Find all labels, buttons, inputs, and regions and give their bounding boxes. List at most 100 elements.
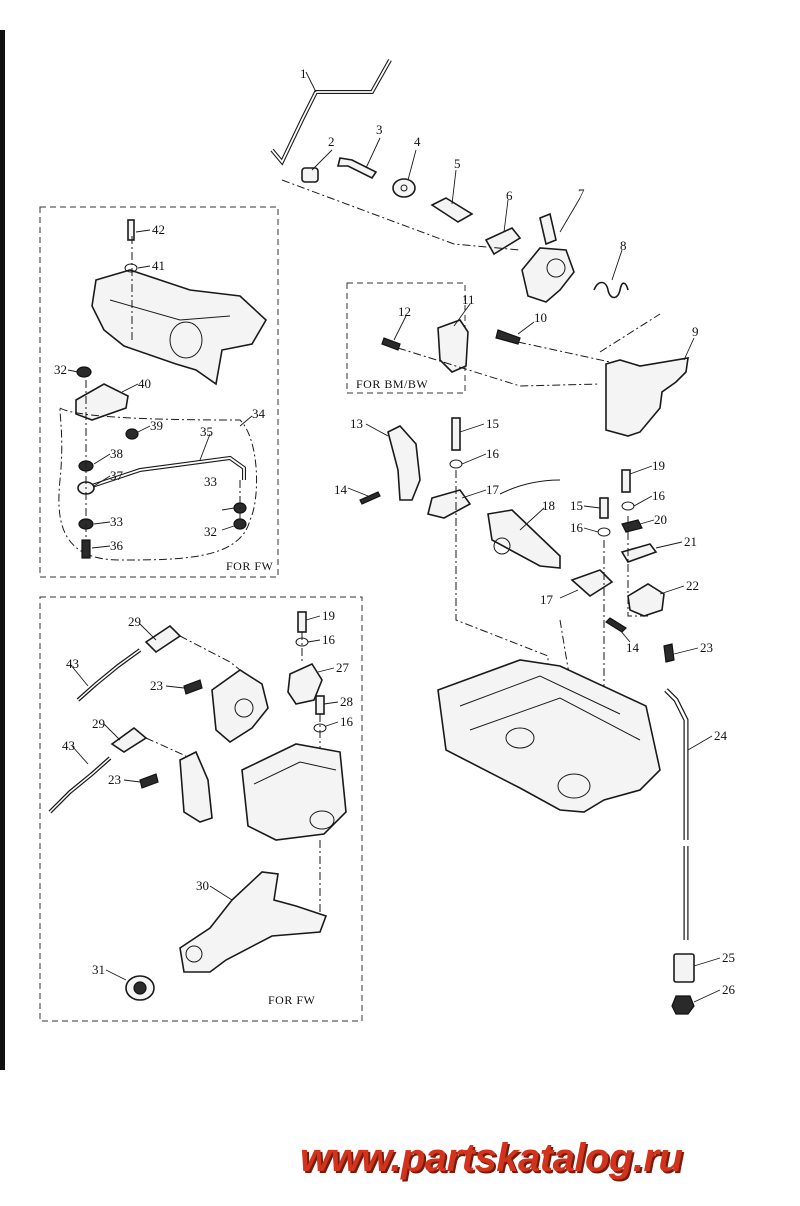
callout-13: 13 <box>350 416 363 431</box>
part-23-clip <box>663 643 675 663</box>
part-15-bolt <box>451 417 461 451</box>
callout-22: 22 <box>686 578 699 593</box>
callout-38: 38 <box>110 446 123 461</box>
callout-43b: 43 <box>62 738 75 753</box>
part-20-clip <box>621 519 643 533</box>
callout-3: 3 <box>376 122 383 137</box>
part-13-arm <box>387 425 421 501</box>
callout-35: 35 <box>200 424 213 439</box>
part-32b-nut <box>233 518 247 530</box>
page-edge-bar <box>0 30 5 1070</box>
callout-39: 39 <box>150 418 163 433</box>
callout-labels: 1 2 3 4 5 6 7 8 9 10 11 12 13 14 15 16 1… <box>54 66 736 997</box>
callout-37: 37 <box>110 468 124 483</box>
callout-23a: 23 <box>700 640 713 655</box>
callout-36: 36 <box>110 538 124 553</box>
callout-11: 11 <box>462 292 475 307</box>
part-17b-collar <box>570 569 614 597</box>
callout-16d: 16 <box>322 632 336 647</box>
part-29-clevis-upper <box>144 624 182 654</box>
part-42-screw <box>127 219 135 241</box>
callout-32b: 32 <box>204 524 217 539</box>
note-for-bm-bw: FOR BM/BW <box>356 377 428 391</box>
lower-block <box>241 743 347 841</box>
callout-23b: 23 <box>150 678 163 693</box>
part-21-plate <box>620 543 658 563</box>
callout-18: 18 <box>542 498 555 513</box>
callout-17b: 17 <box>540 592 554 607</box>
group-box-fw-top <box>39 206 279 578</box>
part-36-bolt <box>81 539 91 559</box>
part-15b-bolt <box>599 497 609 519</box>
part-2-clip <box>301 167 319 183</box>
part-19-bolt <box>621 469 631 493</box>
part-41-washer <box>124 263 138 273</box>
callout-29a: 29 <box>128 614 141 629</box>
callout-20: 20 <box>654 512 667 527</box>
callout-14a: 14 <box>334 482 348 497</box>
part-10-bolt <box>495 329 521 345</box>
callout-6: 6 <box>506 188 513 203</box>
note-for-fw-bottom: FOR FW <box>268 993 316 1007</box>
part-35-rod <box>79 457 245 491</box>
part-32-nut <box>76 366 92 378</box>
part-12-screw <box>381 337 401 351</box>
callout-28: 28 <box>340 694 353 709</box>
callout-16b: 16 <box>570 520 584 535</box>
callout-4: 4 <box>414 134 421 149</box>
part-23-clip-lower <box>139 773 159 789</box>
callout-33b: 33 <box>204 474 217 489</box>
callout-2: 2 <box>328 134 335 149</box>
callout-31: 31 <box>92 962 105 977</box>
callout-43a: 43 <box>66 656 79 671</box>
part-28-screw <box>315 695 325 715</box>
part-18-shaft <box>487 509 561 569</box>
control-lever-upper <box>211 669 269 743</box>
callout-23c: 23 <box>108 772 121 787</box>
callout-10: 10 <box>534 310 547 325</box>
callout-29b: 29 <box>92 716 105 731</box>
callout-19a: 19 <box>652 458 665 473</box>
callout-1: 1 <box>300 66 307 81</box>
group-box-fw-bottom <box>39 596 363 1022</box>
callout-26: 26 <box>722 982 736 997</box>
callout-16a: 16 <box>486 446 500 461</box>
callout-15b: 15 <box>570 498 583 513</box>
callout-42: 42 <box>152 222 165 237</box>
part-8-spring <box>593 281 629 299</box>
part-5-sleeve <box>430 197 474 223</box>
part-25-sleeve <box>673 953 695 983</box>
part-39-nut <box>125 428 139 440</box>
part-6-link <box>484 227 522 256</box>
engine-block <box>437 659 661 813</box>
part-11-plate <box>437 319 469 373</box>
callout-40: 40 <box>138 376 151 391</box>
part-7-lever <box>521 247 575 303</box>
control-housing <box>91 269 268 386</box>
callout-7: 7 <box>578 186 585 201</box>
part-14-pin <box>359 491 381 505</box>
callout-5: 5 <box>454 156 461 171</box>
callout-21: 21 <box>684 534 697 549</box>
callout-16e: 16 <box>340 714 354 729</box>
callout-8: 8 <box>620 238 627 253</box>
callout-16c: 16 <box>652 488 666 503</box>
part-26-nut <box>671 995 695 1015</box>
part-40-bracket <box>75 383 129 421</box>
callout-9: 9 <box>692 324 699 339</box>
callout-27: 27 <box>336 660 350 675</box>
part-4-washer <box>392 178 416 198</box>
part-29-clevis-lower <box>110 726 148 753</box>
part-22-bracket <box>627 583 665 617</box>
callout-17a: 17 <box>486 482 500 497</box>
callout-25: 25 <box>722 950 735 965</box>
watermark-text: www.partskatalog.ru <box>300 1136 683 1180</box>
callout-32a: 32 <box>54 362 67 377</box>
callout-14b: 14 <box>626 640 640 655</box>
part-3-bolt <box>336 157 378 180</box>
part-17-collar <box>427 489 472 519</box>
note-for-fw-top: FOR FW <box>226 559 274 573</box>
callout-41: 41 <box>152 258 165 273</box>
part-27-block <box>287 662 323 705</box>
